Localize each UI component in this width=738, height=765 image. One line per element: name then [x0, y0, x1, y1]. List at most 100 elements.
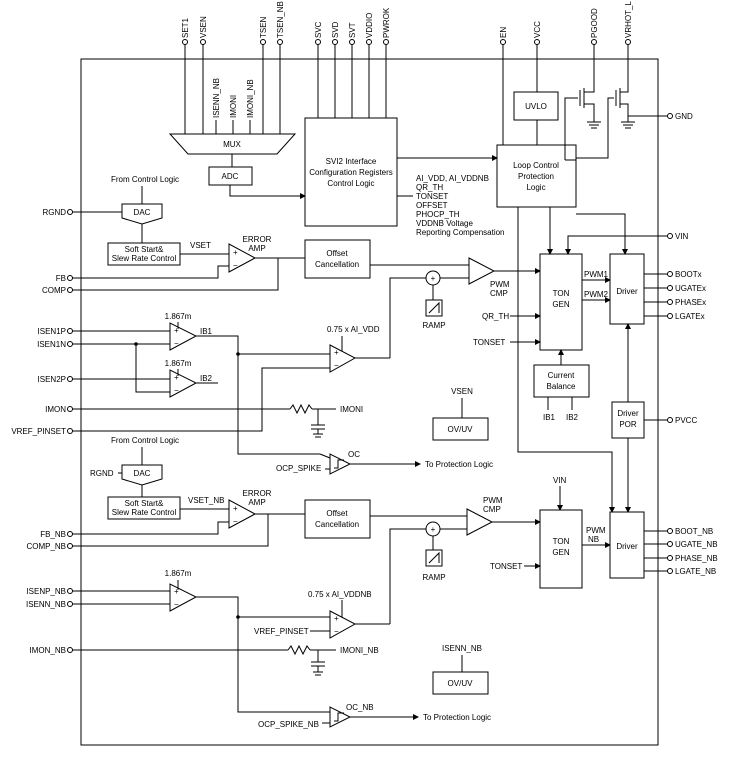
svg-text:Balance: Balance — [547, 382, 576, 391]
svg-text:+: + — [334, 348, 339, 357]
nb-oc-comp — [329, 706, 352, 728]
pin-isenn-nb: ISENN_NB — [26, 600, 66, 609]
nb-isenn-label: ISENN_NB — [442, 644, 482, 653]
svg-text:NB: NB — [588, 535, 599, 544]
svg-text:TON: TON — [553, 289, 570, 298]
vdd-from-control: From Control Logic — [111, 175, 179, 184]
pgood-mosfet — [564, 86, 601, 161]
pin-boot-nb: BOOT_NB — [675, 527, 713, 536]
nb-soft-start — [107, 496, 181, 520]
vdd-vsen: VSEN — [451, 387, 473, 396]
vdd-ai-gain: 0.75 x AI_VDD — [327, 325, 380, 334]
svg-text:Driver: Driver — [616, 287, 638, 296]
svg-text:+: + — [174, 326, 179, 335]
svg-text:CMP: CMP — [490, 289, 508, 298]
svg-text:AMP: AMP — [248, 498, 265, 507]
svg-text:OC_NB: OC_NB — [346, 703, 374, 712]
pin-lgatex: LGATEx — [675, 312, 705, 321]
svg-text:RAMP: RAMP — [422, 573, 445, 582]
svg-text:+: + — [174, 373, 179, 382]
pin-lgate-nb: LGATE_NB — [675, 567, 716, 576]
svg-text:Driver: Driver — [616, 542, 638, 551]
svg-text:TONSET: TONSET — [416, 192, 448, 201]
mux-in-imoni: IMONI — [229, 95, 238, 118]
mux-label: MUX — [223, 140, 241, 149]
pin-vref-pinset: VREF_PINSET — [11, 427, 66, 436]
isen1-amp — [169, 322, 198, 351]
nb-pwm-cmp — [466, 508, 494, 536]
vdd-ai-amp — [329, 344, 357, 373]
uvlo-block — [513, 91, 559, 121]
svg-text:Soft Start&: Soft Start& — [125, 245, 164, 254]
svg-text:IB1: IB1 — [543, 413, 556, 422]
vdd-ton-gen — [539, 253, 583, 351]
svg-text:IB2: IB2 — [200, 374, 213, 383]
mux-in-isenn-nb: ISENN_NB — [212, 78, 221, 118]
pin-phase-nb: PHASE_NB — [675, 554, 718, 563]
svg-text:Offset: Offset — [326, 509, 348, 518]
svg-text:IB1: IB1 — [200, 327, 213, 336]
svg-text:PWM: PWM — [586, 526, 606, 535]
nb-ocp-spike: OCP_SPIKE_NB — [258, 720, 319, 729]
svg-text:GEN: GEN — [552, 548, 570, 557]
svg-text:PWM: PWM — [490, 280, 510, 289]
svi2-label-2: Configuration Registers — [309, 168, 393, 177]
pin-rgnd: RGND — [42, 208, 66, 217]
nb-dac — [121, 464, 163, 486]
vdd-offset-cancel — [304, 239, 371, 279]
pin-imon-nb: IMON_NB — [30, 646, 66, 655]
svi2-signals: AI_VDD, AI_VDDNB QR_TH TONSET OFFSET PHO… — [416, 174, 505, 237]
pin-svc: SVC — [314, 21, 323, 38]
nb-isen-amp — [169, 583, 198, 612]
mux-block — [168, 133, 297, 155]
svg-text:PHOCP_TH: PHOCP_TH — [416, 210, 460, 219]
pin-isenp-nb: ISENP_NB — [26, 587, 66, 596]
nb-vin: VIN — [553, 476, 567, 485]
svg-text:OFFSET: OFFSET — [416, 201, 448, 210]
vdd-vset: VSET — [190, 241, 211, 250]
svg-text:−: − — [174, 386, 179, 395]
svg-text:DAC: DAC — [134, 208, 151, 217]
svg-text:RAMP: RAMP — [422, 321, 445, 330]
svg-text:PWM1: PWM1 — [584, 270, 609, 279]
svg-text:TON: TON — [553, 537, 570, 546]
vdd-gain-1: 1.867m — [165, 312, 192, 321]
svg-text:Cancellation: Cancellation — [315, 260, 359, 269]
svg-text:AMP: AMP — [248, 244, 265, 253]
loop-control-block — [496, 144, 577, 208]
pin-pvcc: PVCC — [675, 416, 697, 425]
svi2-label-3: Control Logic — [327, 179, 374, 188]
svg-text:Slew Rate Control: Slew Rate Control — [112, 254, 177, 263]
pin-gnd: GND — [675, 112, 693, 121]
vrhot-mosfet — [576, 86, 635, 159]
svg-text:Offset: Offset — [326, 249, 348, 258]
svi2-label-1: SVI2 Interface — [326, 157, 377, 166]
vdd-ocp-spike: OCP_SPIKE — [276, 464, 321, 473]
vdd-driver — [609, 253, 645, 325]
svg-text:−: − — [334, 361, 339, 370]
svg-text:Reporting Compensation: Reporting Compensation — [416, 228, 505, 237]
svg-text:QR_TH: QR_TH — [416, 183, 443, 192]
vdd-qr-th: QR_TH — [482, 312, 509, 321]
svg-text:Current: Current — [548, 371, 575, 380]
vdd-error-amp — [228, 243, 257, 273]
nb-rgnd: RGND — [90, 469, 114, 478]
pin-vddio: VDDIO — [365, 13, 374, 38]
pin-vsen: VSEN — [199, 16, 208, 38]
mux-in-imoni-nb: IMONI_NB — [246, 79, 255, 118]
isen2-amp — [169, 369, 198, 398]
svi2-block — [304, 117, 398, 227]
svg-text:+: + — [233, 248, 238, 257]
svg-text:−: − — [334, 627, 339, 636]
pin-tsen-nb: TSEN_NB — [276, 1, 285, 38]
pin-comp-nb: COMP_NB — [26, 542, 66, 551]
uvlo-label: UVLO — [525, 102, 547, 111]
pin-fb: FB — [56, 274, 66, 283]
svg-text:VDDNB Voltage: VDDNB Voltage — [416, 219, 473, 228]
svg-text:−: − — [174, 600, 179, 609]
vdd-oc-comp — [329, 453, 352, 475]
pin-isen1p: ISEN1P — [38, 327, 66, 336]
svg-text:PWM: PWM — [483, 496, 503, 505]
adc-label: ADC — [222, 172, 239, 181]
